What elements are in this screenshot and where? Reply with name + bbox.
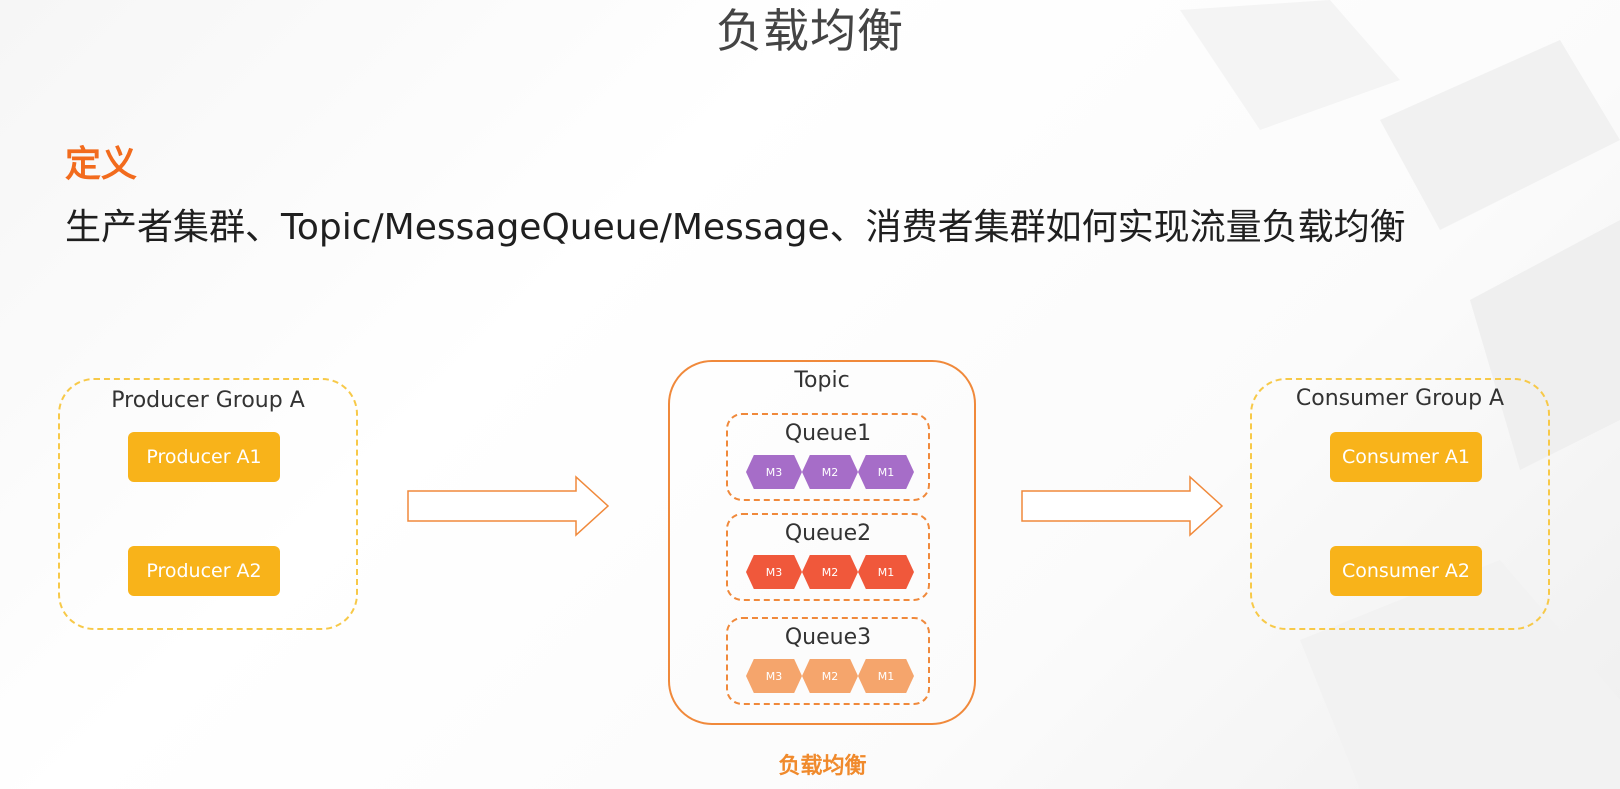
topic-box: Topic Queue1 M3 M2 M1 Queue2 M3 M2 M1 Qu… [668, 360, 976, 725]
message-m3: M3 [746, 659, 802, 693]
queue-3-title: Queue3 [784, 625, 872, 650]
slide-title: 负载均衡 [716, 4, 904, 58]
producer-a2: Producer A2 [128, 546, 280, 596]
message-m1: M1 [858, 455, 914, 489]
consumer-group-title: Consumer Group A [1295, 386, 1505, 411]
arrow-right-icon [1021, 475, 1224, 537]
section-label: 定义 [65, 144, 138, 185]
message-m3: M3 [746, 555, 802, 589]
message-m2: M2 [802, 555, 858, 589]
topic-title: Topic [794, 368, 850, 393]
consumer-a2: Consumer A2 [1330, 546, 1482, 596]
producer-group-title: Producer Group A [111, 388, 305, 413]
arrow-right-icon [407, 475, 610, 537]
consumer-a1: Consumer A1 [1330, 432, 1482, 482]
queue-2-title: Queue2 [784, 521, 872, 546]
definition-text: 生产者集群、Topic/MessageQueue/Message、消费者集群如何… [65, 207, 1406, 248]
message-m1: M1 [858, 659, 914, 693]
queue-1-title: Queue1 [784, 421, 872, 446]
queue-2-messages: M3 M2 M1 [746, 555, 914, 589]
queue-3: Queue3 M3 M2 M1 [726, 617, 930, 705]
queue-1: Queue1 M3 M2 M1 [726, 413, 930, 501]
queue-3-messages: M3 M2 M1 [746, 659, 914, 693]
load-balance-label: 负载均衡 [778, 754, 867, 779]
queue-1-messages: M3 M2 M1 [746, 455, 914, 489]
queue-2: Queue2 M3 M2 M1 [726, 513, 930, 601]
message-m2: M2 [802, 659, 858, 693]
producer-group: Producer Group A Producer A1 Producer A2 [58, 378, 358, 630]
consumer-group: Consumer Group A Consumer A1 Consumer A2 [1250, 378, 1550, 630]
message-m3: M3 [746, 455, 802, 489]
message-m1: M1 [858, 555, 914, 589]
producer-a1: Producer A1 [128, 432, 280, 482]
message-m2: M2 [802, 455, 858, 489]
